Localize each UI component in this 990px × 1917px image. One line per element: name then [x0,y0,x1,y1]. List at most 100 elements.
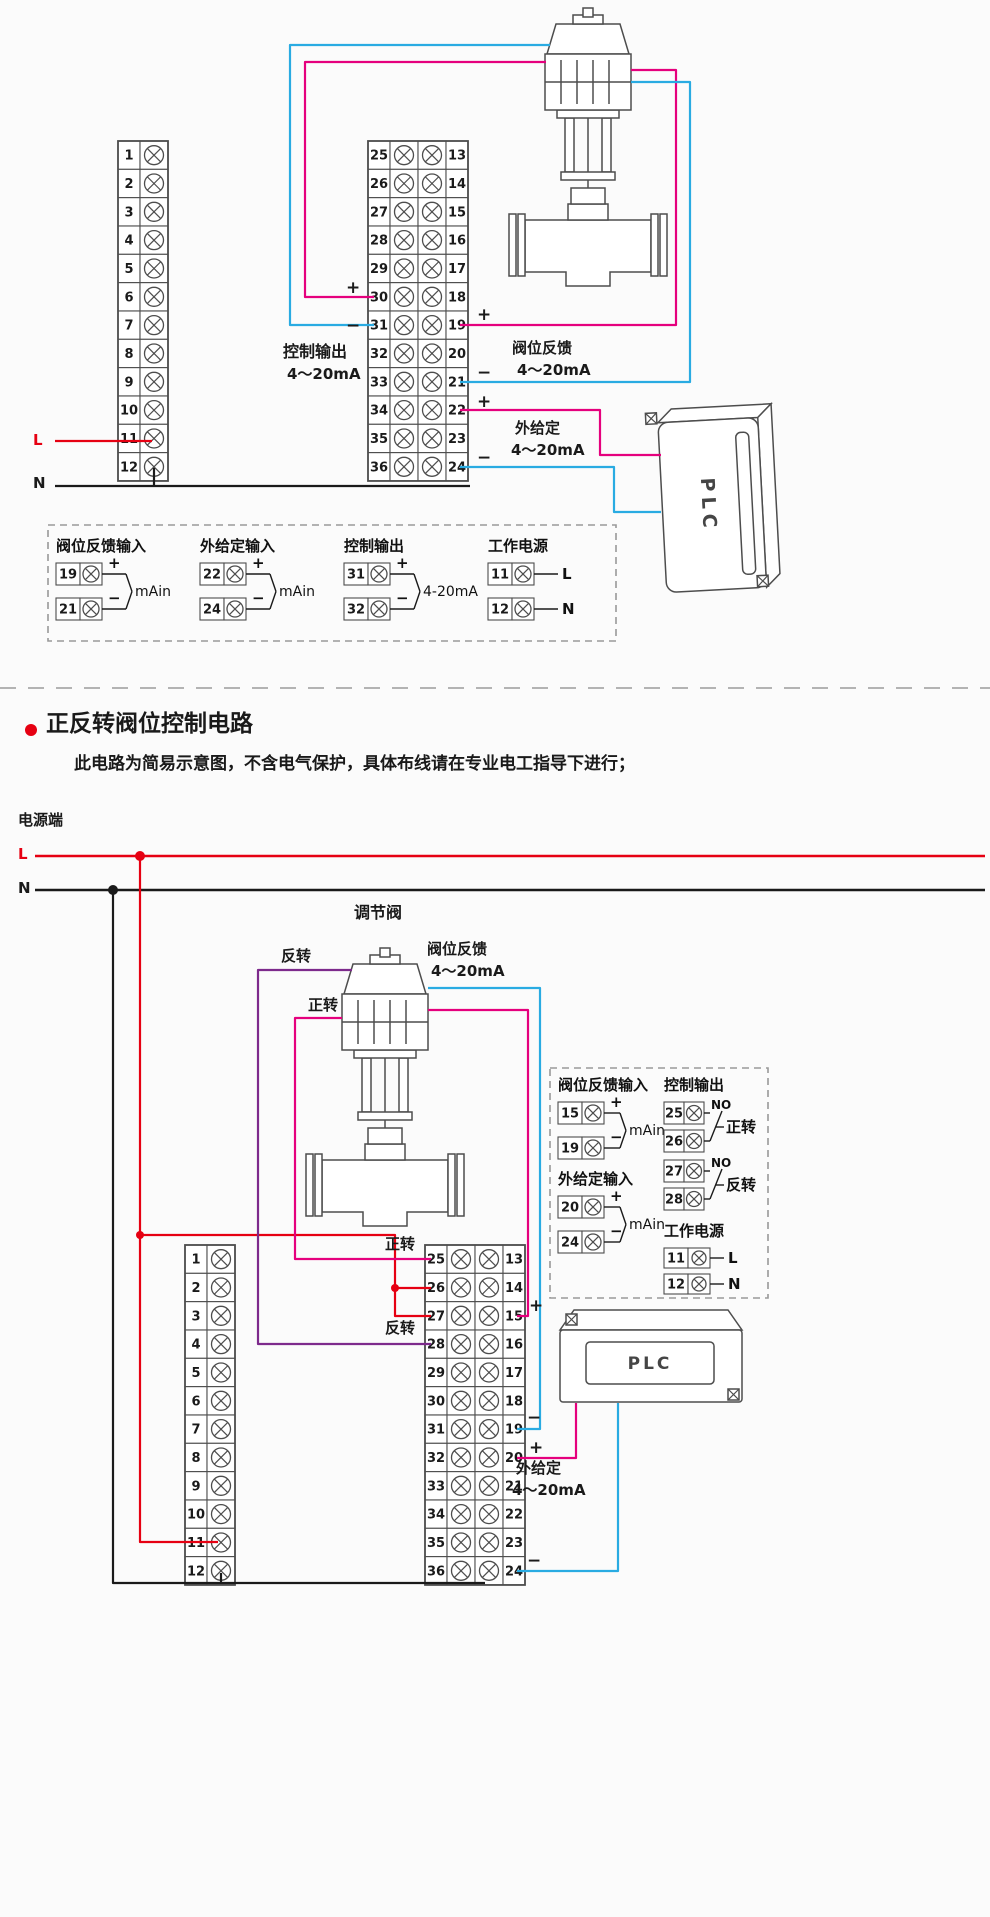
terminal-number: 5 [191,1366,200,1381]
cell [184,1244,236,1586]
terminal-number: 13 [505,1253,523,1268]
line [481,1336,497,1352]
line [396,147,412,163]
shape [545,23,631,55]
line [481,1251,497,1267]
terminal-number: 11 [667,1252,685,1267]
line [709,1168,723,1200]
wire-L-branch-27 [393,1288,431,1318]
wire-feedback2-minus [428,986,542,1431]
base-layer: PLC PLC [0,402,990,1403]
wire-setpoint2-minus [517,1403,620,1573]
terminal-number: 14 [448,177,466,192]
wire-setpoint-minus [460,465,661,514]
terminal-number: 24 [203,603,221,618]
cell [564,117,575,173]
line [146,459,162,474]
wire-control-plus [303,60,546,299]
line [424,317,440,333]
polarity-sign: + [252,554,265,572]
cell [364,1143,406,1161]
terminal-number: 19 [59,568,77,583]
legend-note: mAin [629,1123,665,1139]
line [688,1193,700,1205]
line [693,1252,705,1264]
polarity-sign: + [610,1187,623,1205]
terminal-number: 11 [491,568,509,583]
line [688,1135,700,1147]
cell [314,1153,323,1217]
line [424,289,440,304]
terminal-number: 10 [187,1508,205,1523]
terminal-number: 7 [124,319,133,334]
terminal-number: 29 [370,262,388,277]
line [213,1450,229,1465]
line [453,1563,469,1578]
line [619,1112,627,1131]
terminal-number: 32 [427,1451,445,1466]
terminal-number: 31 [370,319,388,334]
line [269,591,277,610]
terminal-number: 21 [448,375,466,390]
terminal-number: 3 [191,1309,200,1324]
terminal-number: 32 [370,347,388,362]
line [424,176,440,191]
line [481,1563,497,1578]
terminal-number: 21 [59,603,77,618]
cell [305,1153,314,1217]
line [146,374,162,389]
line [481,1365,497,1380]
terminal-number: 12 [187,1564,205,1579]
cell [361,1057,372,1113]
cell [424,1244,526,1586]
line [84,602,98,616]
line [424,459,440,474]
line [396,431,412,446]
line [213,1535,229,1550]
terminal-number: 12 [491,603,509,618]
wire-feedback-plus [460,68,678,327]
line [146,402,162,418]
legend-note: mAin [629,1217,665,1233]
cell [398,1057,409,1113]
polarity-sign: − [108,589,121,607]
line [481,1450,497,1465]
line [396,176,412,191]
polarity-sign: N [562,600,575,618]
junction-dot [391,1284,399,1292]
polarity-sign: − [396,589,409,607]
terminal-number: 1 [124,149,133,164]
terminal-number: 21 [505,1479,523,1494]
terminal-number: 30 [427,1394,445,1409]
terminal-number: 29 [427,1366,445,1381]
terminal-number: 34 [427,1508,445,1523]
plc-bottom-label: PLC [628,1354,673,1374]
line [424,346,440,361]
line [453,1535,469,1550]
cell [556,109,620,119]
cell [447,1153,456,1217]
line [424,374,440,389]
hardware-layer: 1234567891011122526272829303132333435361… [55,7,756,1586]
terminal-number: 3 [124,205,133,220]
line [481,1280,497,1295]
junction-dot [108,885,118,895]
line [424,261,440,276]
wire-feedback-minus [460,80,692,384]
wire-setpoint2-plus [517,1403,578,1460]
line [372,567,386,581]
terminal-number: 26 [427,1281,445,1296]
terminal-number: 20 [505,1451,523,1466]
terminal-number: 2 [124,177,133,192]
line [481,1421,497,1437]
legend-title: 控制输出 [344,537,404,555]
line [146,431,162,446]
legend-title: 阀位反馈输入 [558,1076,648,1094]
terminal-number: 19 [561,1142,579,1157]
cell [379,947,391,958]
shape [342,963,428,995]
